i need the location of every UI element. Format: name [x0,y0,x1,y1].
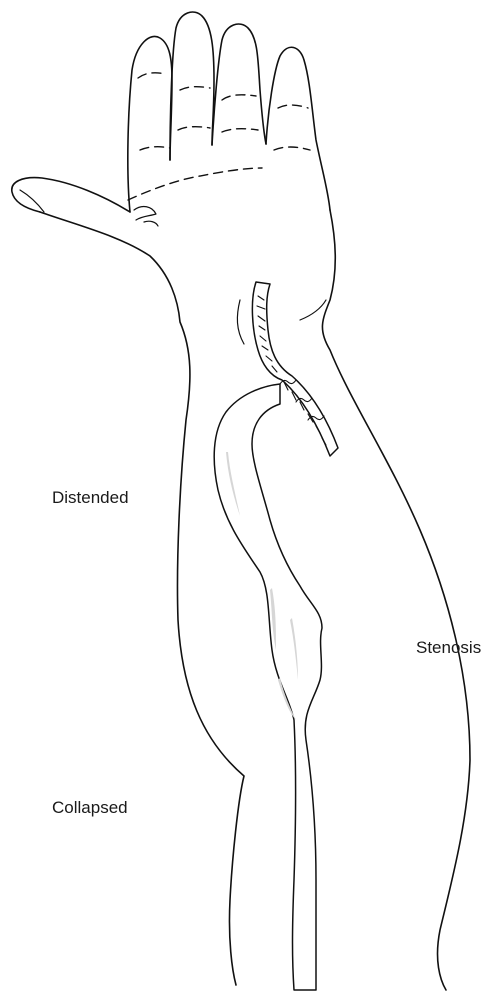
forearm-right-edge [322,210,470,990]
index-finger [128,36,172,212]
middle-finger [170,12,214,160]
little-finger [266,47,330,210]
thumb-crease-2 [144,221,158,226]
thumb-nail [20,190,44,212]
palm-heel [237,300,244,344]
ring-finger [212,24,266,145]
thumb-outline [12,178,130,212]
wrist-vein-segment [252,282,338,456]
wrist-line [300,300,326,320]
distended-label: Distended [52,489,129,506]
collapsed-label: Collapsed [52,799,128,816]
finger-creases [128,73,310,200]
forearm-left-edge [40,212,244,985]
stenosis-label: Stenosis [416,639,481,656]
vein-structure [214,282,338,990]
thumb-crease [134,207,156,220]
